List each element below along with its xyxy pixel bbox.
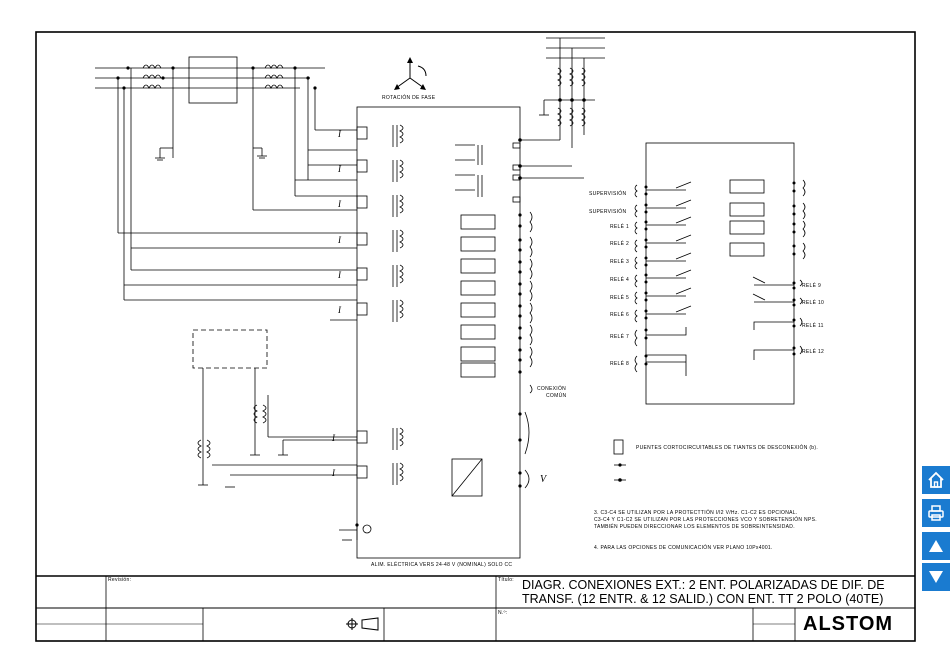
phase-rotation-label: ROTACIÓN DE FASE (382, 95, 436, 101)
relay-label-1: RELÉ 1 (610, 224, 630, 230)
supervision-label-2: SUPERVISIÓN (589, 209, 627, 215)
print-button[interactable] (922, 499, 950, 527)
relay-label-2: RELÉ 2 (610, 241, 630, 247)
company-logo: ALSTOM (803, 613, 894, 635)
svg-text:I: I (337, 270, 342, 280)
output-contacts-module (645, 142, 795, 405)
svg-text:I: I (337, 164, 342, 174)
svg-text:I: I (337, 305, 342, 315)
shorting-link-symbol (613, 439, 624, 455)
scroll-down-button[interactable] (922, 563, 950, 591)
svg-text:I: I (337, 199, 342, 209)
projection-symbol-icon (346, 617, 379, 631)
note-4: 4. PARA LAS OPCIONES DE COMUNICACIÓN VER… (594, 545, 773, 551)
phase-rotation-icon (395, 60, 427, 89)
output-opto-boxes (729, 179, 765, 257)
power-transformer-box (188, 56, 238, 104)
internal-ct-symbols (392, 124, 404, 485)
supervision-label-1: SUPERVISIÓN (589, 191, 627, 197)
relay-label-5: RELÉ 5 (610, 295, 630, 301)
relay-label-3: RELÉ 3 (610, 259, 630, 265)
legend-shorting-links: PUENTES CORTOCIRCUITABLES DE TIANTES DE … (636, 445, 819, 451)
output-contacts (646, 181, 794, 376)
scroll-up-button[interactable] (922, 532, 950, 560)
relay-label-12: RELÉ 12 (802, 349, 825, 355)
common-connection-label: CONEXIÓN (537, 386, 567, 392)
relay-label-4: RELÉ 4 (610, 277, 630, 283)
voltage-symbol: V (540, 474, 547, 485)
relay-label-8: RELÉ 8 (610, 361, 630, 367)
svg-text:I: I (337, 129, 342, 139)
revision-label: Revisión: (108, 577, 132, 583)
relay-label-10: RELÉ 10 (802, 300, 825, 306)
print-icon (928, 505, 944, 521)
arrow-up-icon (929, 540, 943, 552)
ct-group-2 (264, 64, 284, 89)
relay-case (356, 106, 521, 559)
opto-inputs (460, 214, 496, 378)
power-supply-label: ALIM. ELÉCTRICA VERS 24-48 V (NOMINAL) S… (371, 562, 513, 568)
common-connection-label-2: COMÚN (546, 393, 567, 399)
svg-text:I: I (331, 468, 336, 478)
note-3-line-2: C3-C4 Y C1-C2 SE UTILIZAN POR LAS PROTEC… (594, 517, 817, 523)
svg-text:I: I (331, 433, 336, 443)
drawing-title-line-2: TRANSF. (12 ENTR. & 12 SALID.) CON ENT. … (522, 592, 884, 606)
home-icon (928, 471, 944, 488)
svg-text:I: I (337, 235, 342, 245)
note-3-line-3: TAMBIÉN PUEDEN DIRECCIONAR LOS ELEMENTOS… (594, 524, 795, 530)
drawing-title-line-1: DIAGR. CONEXIONES EXT.: 2 ENT. POLARIZAD… (522, 578, 885, 592)
ct-group-1 (142, 64, 162, 89)
relay-label-7: RELÉ 7 (610, 334, 630, 340)
terminal-dots (116, 66, 796, 527)
home-button[interactable] (922, 466, 950, 494)
arrow-down-icon (929, 571, 943, 583)
drawing-number-label: N.º: (498, 610, 508, 616)
sheet-border (35, 31, 916, 642)
title-label: Título: (498, 577, 514, 583)
note-3-line-1: 3. C3-C4 SE UTILIZAN POR LA PROTECTTIÓN … (594, 510, 798, 516)
dashed-equipment-box (192, 329, 268, 369)
power-supply-module (451, 458, 483, 497)
vt-inputs (455, 142, 521, 203)
relay-label-11: RELÉ 11 (802, 323, 824, 329)
relay-label-9: RELÉ 9 (802, 283, 822, 289)
relay-label-6: RELÉ 6 (610, 312, 630, 318)
current-input-coils (356, 126, 368, 479)
